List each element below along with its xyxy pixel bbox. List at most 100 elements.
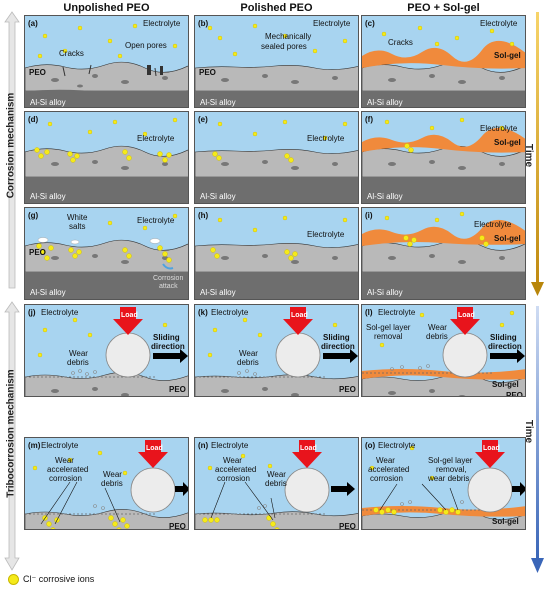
peo-label: PEO — [169, 522, 186, 530]
label-d: (d) — [28, 115, 39, 124]
corrosion-label: Corrosion — [153, 275, 184, 282]
panel-j: (j) Electrolyte Load Wear debris Sliding… — [24, 304, 189, 397]
wac-label-2: accelerated — [368, 465, 410, 474]
label-e: (e) — [198, 115, 208, 124]
legend-text: Cl⁻ corrosive ions — [23, 574, 95, 584]
electrolyte-label: Electrolyte — [211, 308, 249, 317]
panel-o: (o) Electrolyte Load Wear accelerated co… — [361, 437, 526, 530]
label-j: (j) — [28, 308, 36, 317]
panel-f: (f) Electrolyte Sol-gel Al-Si alloy — [361, 111, 526, 204]
electrolyte-label: Electrolyte — [211, 441, 249, 450]
load-label: Load — [483, 445, 500, 452]
direction-label: direction — [321, 342, 355, 351]
label-n: (n) — [198, 441, 209, 450]
direction-label: direction — [151, 342, 185, 351]
debris-label: debris — [101, 479, 123, 488]
cracks-label: Cracks — [59, 49, 84, 58]
sliding-label: Sliding — [323, 333, 350, 342]
peo-label: PEO — [169, 385, 186, 394]
panel-h: (h) Electrolyte Al-Si alloy — [194, 207, 359, 300]
label-g: (g) — [28, 211, 39, 220]
debris-label: debris — [265, 479, 287, 488]
alloy-label: Al-Si alloy — [367, 192, 403, 201]
load-label: Load — [458, 312, 475, 319]
solgel-label: Sol-gel — [494, 234, 521, 243]
label-f: (f) — [365, 115, 373, 124]
peo-label: PEO — [29, 68, 46, 77]
electrolyte-label: Electrolyte — [137, 134, 175, 143]
panel-b: (b) Electrolyte Mechanically sealed pore… — [194, 15, 359, 108]
tribocorrosion-mechanism-label: Tribocorrosion mechanism — [5, 369, 17, 498]
peo-label: PEO — [506, 391, 523, 397]
electrolyte-label: Electrolyte — [474, 220, 512, 229]
panel-k: (k) Electrolyte Load Wear debris Sliding… — [194, 304, 359, 397]
peo-label: PEO — [339, 522, 356, 530]
alloy-label: Al-Si alloy — [367, 98, 403, 107]
time-arrows — [531, 12, 544, 573]
label-h: (h) — [198, 211, 209, 220]
label-o: (o) — [365, 441, 376, 450]
alloy-label: Al-Si alloy — [200, 98, 236, 107]
panel-m: (m) Electrolyte Load Wear accelerated co… — [24, 437, 189, 530]
cracks-label: Cracks — [388, 38, 413, 47]
sgr-label-3: wear debris — [428, 474, 470, 483]
electrolyte-label: Electrolyte — [41, 308, 79, 317]
debris-label: debris — [426, 332, 448, 341]
electrolyte-label: Electrolyte — [378, 308, 416, 317]
peo-label: PEO — [506, 528, 523, 529]
column-header-unpolished: Unpolished PEO — [63, 2, 150, 14]
side-arrows — [4, 11, 20, 571]
peo-label: PEO — [339, 385, 356, 394]
wac-label-1: Wear — [223, 456, 242, 465]
open-pores-label: Open pores — [125, 41, 167, 50]
panel-i: (i) Electrolyte Sol-gel Al-Si alloy — [361, 207, 526, 300]
alloy-label: Al-Si alloy — [30, 288, 66, 297]
label-m: (m) — [28, 441, 41, 450]
alloy-label: Al-Si alloy — [30, 98, 66, 107]
wac-label-2: accelerated — [47, 465, 89, 474]
debris-label: debris — [67, 358, 89, 367]
electrolyte-label: Electrolyte — [143, 19, 181, 28]
label-k: (k) — [198, 308, 208, 317]
wac-label-3: corrosion — [49, 474, 82, 483]
corrosion-mechanism-label: Corrosion mechanism — [5, 92, 17, 199]
panel-c: (c) Electrolyte Cracks Sol-gel Al-Si all… — [361, 15, 526, 108]
column-header-polished: Polished PEO — [240, 2, 313, 14]
label-b: (b) — [198, 19, 209, 28]
alloy-label: Al-Si alloy — [30, 192, 66, 201]
peo-label: PEO — [199, 68, 216, 77]
panel-a: (a) Electrolyte Cracks Open pores PEO Al… — [24, 15, 189, 108]
attack-label: attack — [159, 283, 178, 290]
alloy-label: Al-Si alloy — [200, 288, 236, 297]
solgel-label: Sol-gel — [492, 517, 519, 526]
electrolyte-label: Electrolyte — [41, 441, 79, 450]
load-label: Load — [121, 312, 138, 319]
debris-label: debris — [237, 358, 259, 367]
solgel-label: Sol-gel — [494, 138, 521, 147]
sgr-label-2: removal, — [436, 465, 467, 474]
electrolyte-label: Electrolyte — [378, 441, 416, 450]
electrolyte-label: Electrolyte — [480, 19, 518, 28]
solgel-label: Sol-gel — [492, 380, 519, 389]
electrolyte-label: Electrolyte — [480, 124, 518, 133]
wear-label: Wear — [69, 349, 88, 358]
alloy-label: Al-Si alloy — [200, 192, 236, 201]
label-i: (i) — [365, 211, 373, 220]
wear-label: Wear — [267, 470, 286, 479]
white-label: White — [67, 213, 88, 222]
panel-l: (l) Electrolyte Load Sol-gel layer remov… — [361, 304, 526, 397]
solgel-removal-label-1: Sol-gel layer — [366, 323, 411, 332]
solgel-removal-label-2: removal — [374, 332, 403, 341]
panel-g: (g) White salts Electrolyte PEO Corrosio… — [24, 207, 189, 300]
wac-label-1: Wear — [55, 456, 74, 465]
electrolyte-label: Electrolyte — [307, 134, 345, 143]
wac-label-2: accelerated — [215, 465, 257, 474]
sliding-label: Sliding — [490, 333, 517, 342]
wac-label-3: corrosion — [370, 474, 403, 483]
sgr-label-1: Sol-gel layer — [428, 456, 473, 465]
load-label: Load — [146, 445, 163, 452]
mechanically-label: Mechanically — [265, 32, 312, 41]
load-label: Load — [300, 445, 317, 452]
column-header-solgel: PEO + Sol-gel — [407, 2, 480, 14]
direction-label: direction — [488, 342, 522, 351]
